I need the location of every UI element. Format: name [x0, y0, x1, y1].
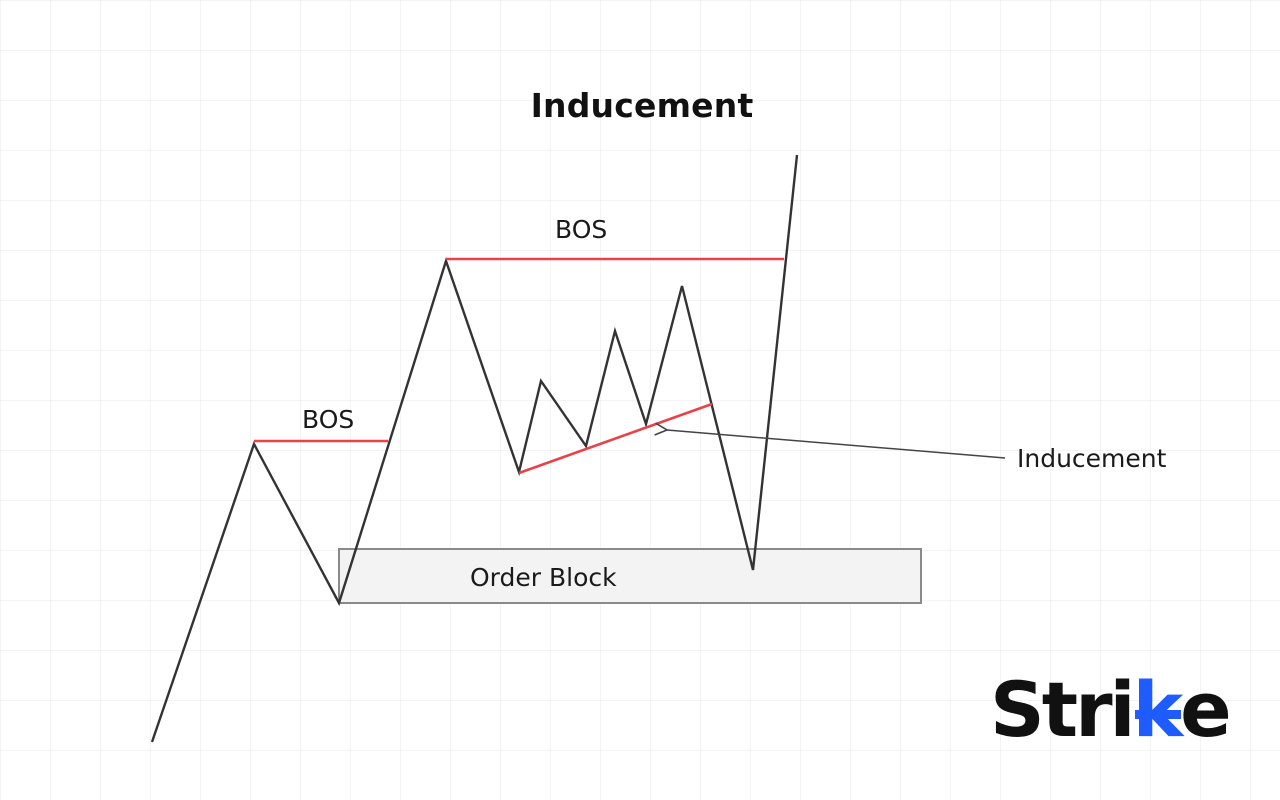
- bos-label-upper: BOS: [555, 215, 607, 244]
- order-block-label: Order Block: [470, 563, 617, 592]
- logo-text-end: e: [1180, 665, 1232, 754]
- inducement-arrow: [667, 430, 1006, 459]
- order-block-zone: [338, 548, 922, 604]
- logo-text-main: Stri: [990, 665, 1136, 754]
- bos-label-lower: BOS: [302, 405, 354, 434]
- inducement-callout-label: Inducement: [1017, 444, 1167, 473]
- diagram-title: Inducement: [530, 86, 754, 125]
- logo-text-accent: k: [1132, 665, 1184, 754]
- price-path: [150, 154, 799, 743]
- inducement-trendline: [518, 402, 713, 475]
- strike-logo: Strike: [990, 665, 1232, 754]
